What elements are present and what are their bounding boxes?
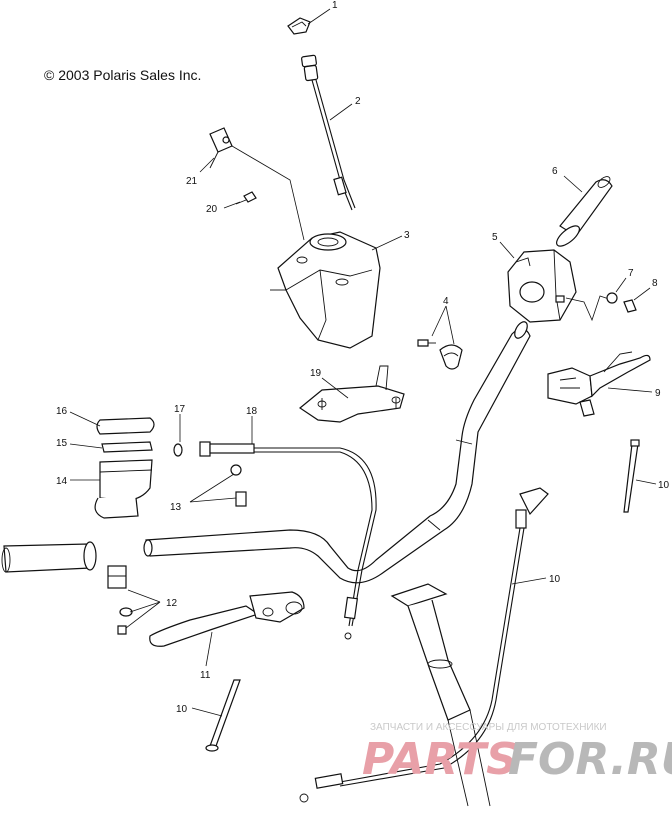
watermark-subtitle: ЗАПЧАСТИ И АКСЕССУАРЫ ДЛЯ МОТОТЕХНИКИ: [370, 722, 607, 733]
steering-post: [390, 583, 491, 807]
part-7-nut: [606, 292, 618, 304]
part-4-clamp: [417, 339, 463, 370]
part-8-cap: [623, 299, 637, 313]
leader-22-to-3: [231, 145, 305, 241]
part-10-bolt-left: [205, 679, 241, 752]
leader-7: [615, 277, 627, 293]
leader-10-left: [191, 707, 223, 717]
leader-2: [329, 103, 353, 121]
leader-8: [633, 287, 651, 301]
part-10-bolt-right: [623, 439, 640, 513]
callout-5: 5: [492, 232, 498, 243]
callout-10-left: 10: [176, 704, 188, 715]
part-22-fitting: [209, 127, 233, 169]
watermark-brand-right: FOR.RU: [508, 734, 672, 785]
part-12-lever: [149, 591, 305, 647]
leader-9: [607, 387, 653, 393]
leader-6: [563, 175, 583, 193]
leader-1: [307, 8, 331, 25]
leader-13: [125, 589, 161, 629]
part-16-diaphragm: [101, 441, 153, 453]
part-9-lever: [547, 351, 651, 417]
leader-22: [199, 157, 215, 173]
callout-21: 20: [206, 204, 218, 215]
callout-18: 17: [174, 404, 186, 415]
callout-19: 18: [246, 406, 258, 417]
callout-10-right: 10: [658, 480, 670, 491]
part-17-cover: [96, 417, 155, 435]
callout-4: 4: [443, 296, 449, 307]
part-11-cable: [299, 487, 549, 803]
callout-9: 9: [655, 388, 661, 399]
leader-10-right: [635, 479, 657, 485]
callout-2: 2: [355, 96, 361, 107]
leader-5: [499, 241, 515, 259]
watermark: ЗАПЧАСТИ И АКСЕССУАРЫ ДЛЯ МОТОТЕХНИКИ PA…: [362, 722, 672, 785]
part-13-clamp: [107, 565, 133, 635]
leader-16: [69, 443, 103, 449]
part-2-cable: [301, 54, 356, 211]
callout-6: 6: [552, 166, 558, 177]
callout-15: 14: [56, 476, 68, 487]
callout-20: 19: [310, 368, 322, 379]
leader-17: [69, 411, 101, 427]
part-14-bolts: [230, 464, 247, 507]
left-grip: [1, 541, 97, 573]
part-15-reservoir: [94, 459, 153, 519]
part-18-seal: [173, 443, 183, 457]
part-21-screw: [235, 191, 257, 205]
callout-8: 8: [652, 278, 658, 289]
leader-20: [321, 377, 349, 399]
callout-3: 3: [404, 230, 410, 241]
callout-22: 21: [186, 176, 198, 187]
callout-13: 12: [166, 598, 178, 609]
part-6-grip: [556, 176, 613, 247]
callout-7: 7: [628, 268, 634, 279]
callout-17: 16: [56, 406, 68, 417]
leader-21: [223, 201, 241, 209]
wire-5: [565, 295, 613, 322]
leader-12: [205, 631, 213, 667]
part-1-cap: [287, 17, 311, 35]
copyright-text: © 2003 Polaris Sales Inc.: [44, 67, 201, 83]
leader-14: [189, 473, 237, 503]
part-19-cable: [199, 441, 377, 640]
callout-14: 13: [170, 502, 182, 513]
part-3-housing: [270, 231, 381, 349]
callout-11: 10: [549, 574, 561, 585]
leader-3: [371, 235, 403, 251]
callout-1: 1: [332, 0, 338, 11]
leader-4: [431, 305, 455, 345]
callout-12: 11: [200, 670, 211, 681]
leader-11: [511, 577, 547, 585]
watermark-brand-left: PARTS: [362, 734, 518, 785]
part-5-switch: [507, 249, 577, 323]
callout-16: 15: [56, 438, 68, 449]
handlebar: [143, 321, 531, 584]
part-20-bracket: [298, 365, 405, 423]
